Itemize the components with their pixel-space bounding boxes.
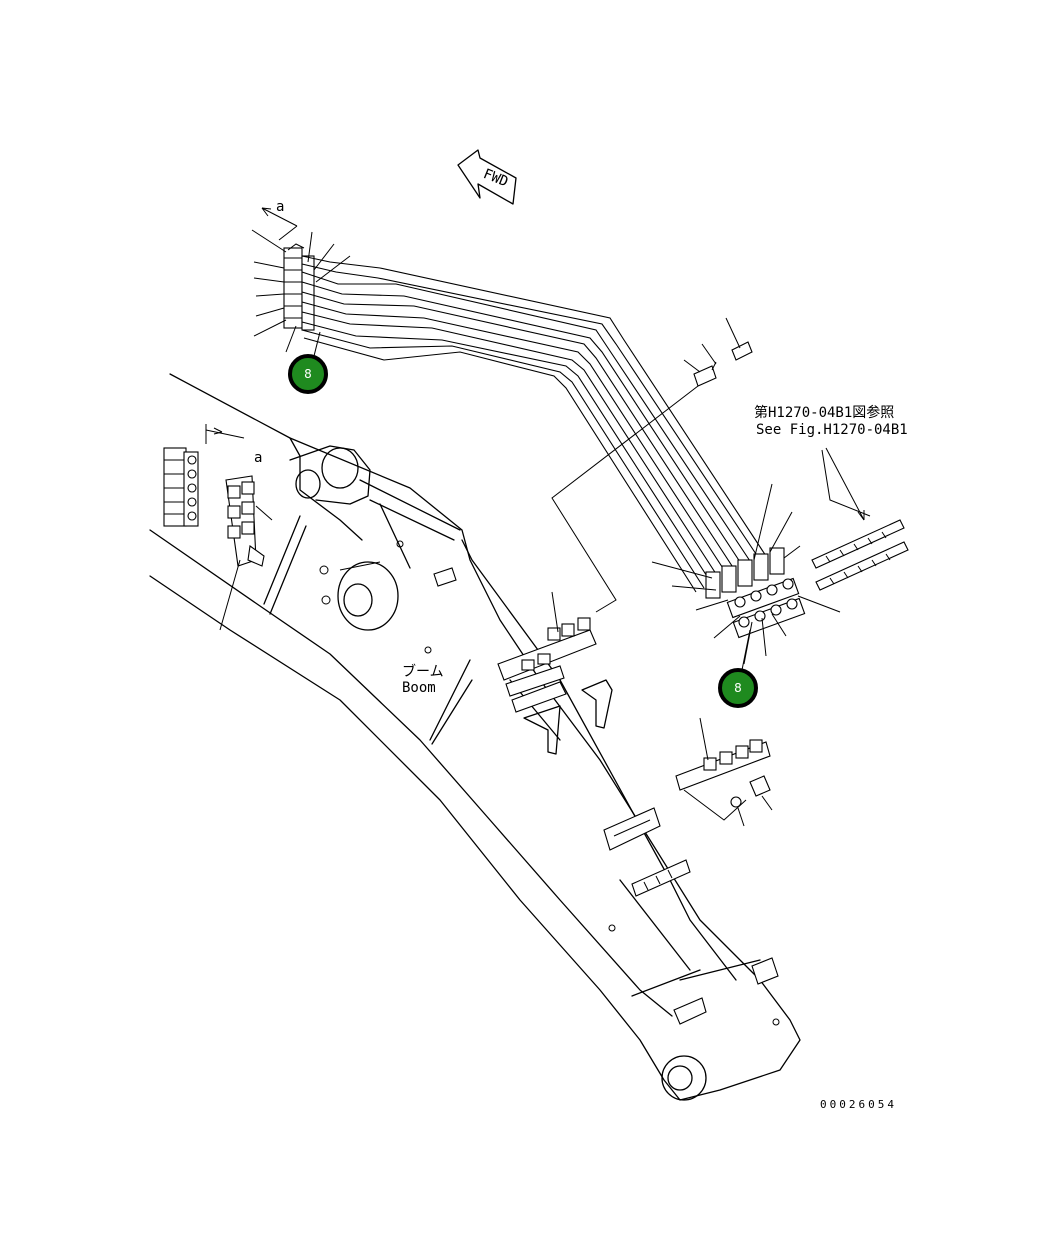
view-a-label-top: a (276, 199, 284, 215)
leader-badge-right (741, 629, 751, 671)
fwd-label: FWD (481, 166, 510, 190)
boom-foot-pin (289, 445, 371, 505)
boom-bolts (319, 540, 780, 1026)
leader-lines-right (651, 449, 871, 665)
view-a-label-left: a (254, 450, 262, 466)
referenced-hose-set (811, 447, 909, 591)
cylinder-pin (337, 561, 399, 631)
boom-clip (433, 567, 457, 587)
reference-text-en: See Fig.H1270-04B1 (756, 422, 908, 438)
leader-mid-clamp (551, 591, 559, 633)
leader-lines-top (251, 229, 351, 353)
hose-clamp-stack-right (705, 547, 806, 639)
view-a-arrow-top: a (261, 199, 298, 241)
clamp-bracket-left (219, 475, 273, 631)
svg-text:8: 8 (304, 367, 312, 381)
hose-bundle (301, 255, 767, 593)
boom-end-pin (661, 1055, 707, 1101)
boom-label-jp: ブーム (402, 663, 444, 680)
reference-text-jp: 第H1270-04B1図参照 (754, 404, 894, 421)
boom-end-clamp (673, 957, 779, 1025)
boom-lug-brackets (523, 679, 613, 755)
clamp-detail-left (163, 447, 199, 527)
boom-label-en: Boom (402, 680, 436, 696)
clamp-plate-set-right (675, 717, 773, 827)
connector-part (683, 317, 753, 387)
clamp-plate-lower-2 (631, 859, 691, 897)
svg-text:8: 8 (734, 681, 742, 695)
view-a-arrow-left: a (205, 424, 262, 466)
drawing-number: 00026054 (820, 1098, 897, 1111)
callout-badge-right: 8 (718, 668, 758, 708)
leader-connector (551, 385, 699, 613)
fwd-arrow-icon: FWD (457, 149, 517, 205)
clamp-plate-lower-1 (603, 807, 661, 851)
boom-body (149, 373, 801, 1101)
leader-badge-top (313, 331, 321, 357)
clamp-plate-set-middle (497, 617, 597, 713)
callout-badge-top: 8 (288, 354, 328, 394)
hose-clamp-stack-top (283, 243, 315, 331)
